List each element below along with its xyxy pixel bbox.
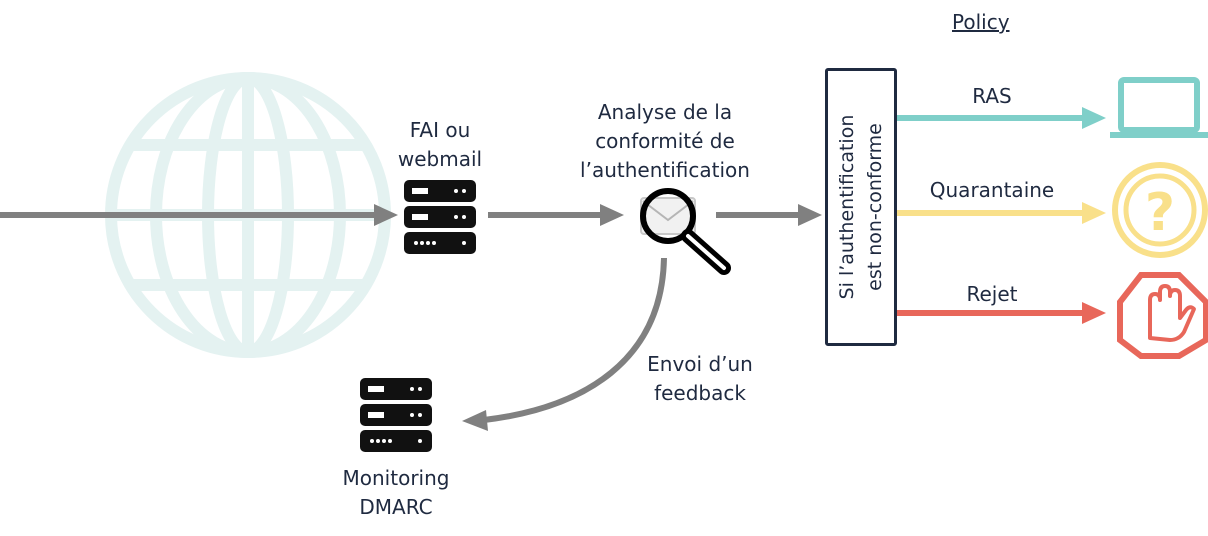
policy-label-ras: RAS	[972, 84, 1012, 108]
policy-arrows	[897, 107, 1106, 324]
svg-text:?: ?	[1145, 183, 1175, 243]
analysis-label: Analyse de la conformité de l’authentifi…	[580, 100, 750, 182]
policy-label-quarantaine: Quarantaine	[929, 178, 1055, 202]
flow-arrows	[0, 204, 822, 226]
condition-text: Si l’authentification est non-conforme	[836, 114, 886, 300]
policy-title: Policy	[952, 10, 1010, 34]
policy-label-rejet: Rejet	[966, 282, 1018, 306]
isp-server-icon	[404, 180, 476, 254]
incoming-arrow	[0, 212, 378, 218]
laptop-icon	[1110, 77, 1208, 138]
isp-to-analysis-arrow	[488, 212, 604, 218]
monitoring-server-icon	[360, 378, 432, 452]
magnifier-envelope-icon	[640, 188, 731, 275]
feedback-arrow	[483, 257, 667, 423]
isp-label: FAI ou webmail	[397, 118, 483, 171]
analysis-to-policy-arrow	[716, 212, 802, 218]
stop-hand-icon	[1117, 272, 1208, 359]
monitoring-label: Monitoring DMARC	[342, 466, 450, 519]
feedback-label: Envoi d’un feedback	[647, 352, 753, 405]
condition-box: Si l’authentification est non-conforme	[825, 68, 897, 346]
question-mark-icon: ?	[1112, 162, 1208, 258]
feedback-arrowhead	[462, 410, 488, 431]
